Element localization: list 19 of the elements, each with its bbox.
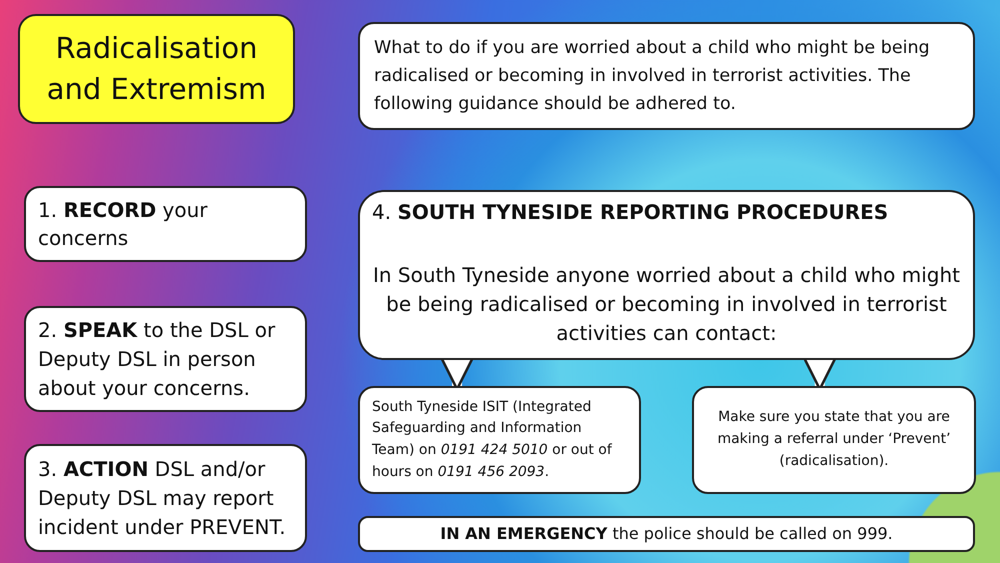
text-box [358,386,641,494]
text-box [24,186,307,262]
heading: 4. SOUTH TYNESIDE REPORTING PROCEDURES [372,199,890,226]
text-box [358,516,975,552]
text-box [692,386,976,494]
body-text: Make sure you state that you are making a referral under ‘Prevent’ (radicalisation). [716,408,952,471]
body-text: 2. SPEAK to the DSL or Deputy DSL in person about your concerns. [38,316,276,402]
title: Radicalisation and Extremism [46,30,268,108]
text-box [24,444,307,552]
title-box [18,14,295,124]
body-text: 1. RECORD your concerns [38,197,209,252]
body-text: What to do if you are worried about a child who might be being radicalised or becoming in involved in terrorist activities. The following guidance should be adhered to. [374,37,931,116]
body-text: IN AN EMERGENCY the police should be called on 999. [439,524,894,544]
text-box [358,190,975,360]
text-box [24,306,307,412]
body-text: 3. ACTION DSL and/or Deputy DSL may report incident under PREVENT. [38,456,287,540]
body-text: South Tyneside ISIT (Integrated Safeguarding and Information Team) on 0191 424 5010 or out of hours on 0191 456 2093. [372,398,613,482]
body-text: In South Tyneside anyone worried about a child who might be being radicalised or becoming in involved in terrorist activities can contact: [372,262,961,347]
text-box [358,22,975,130]
